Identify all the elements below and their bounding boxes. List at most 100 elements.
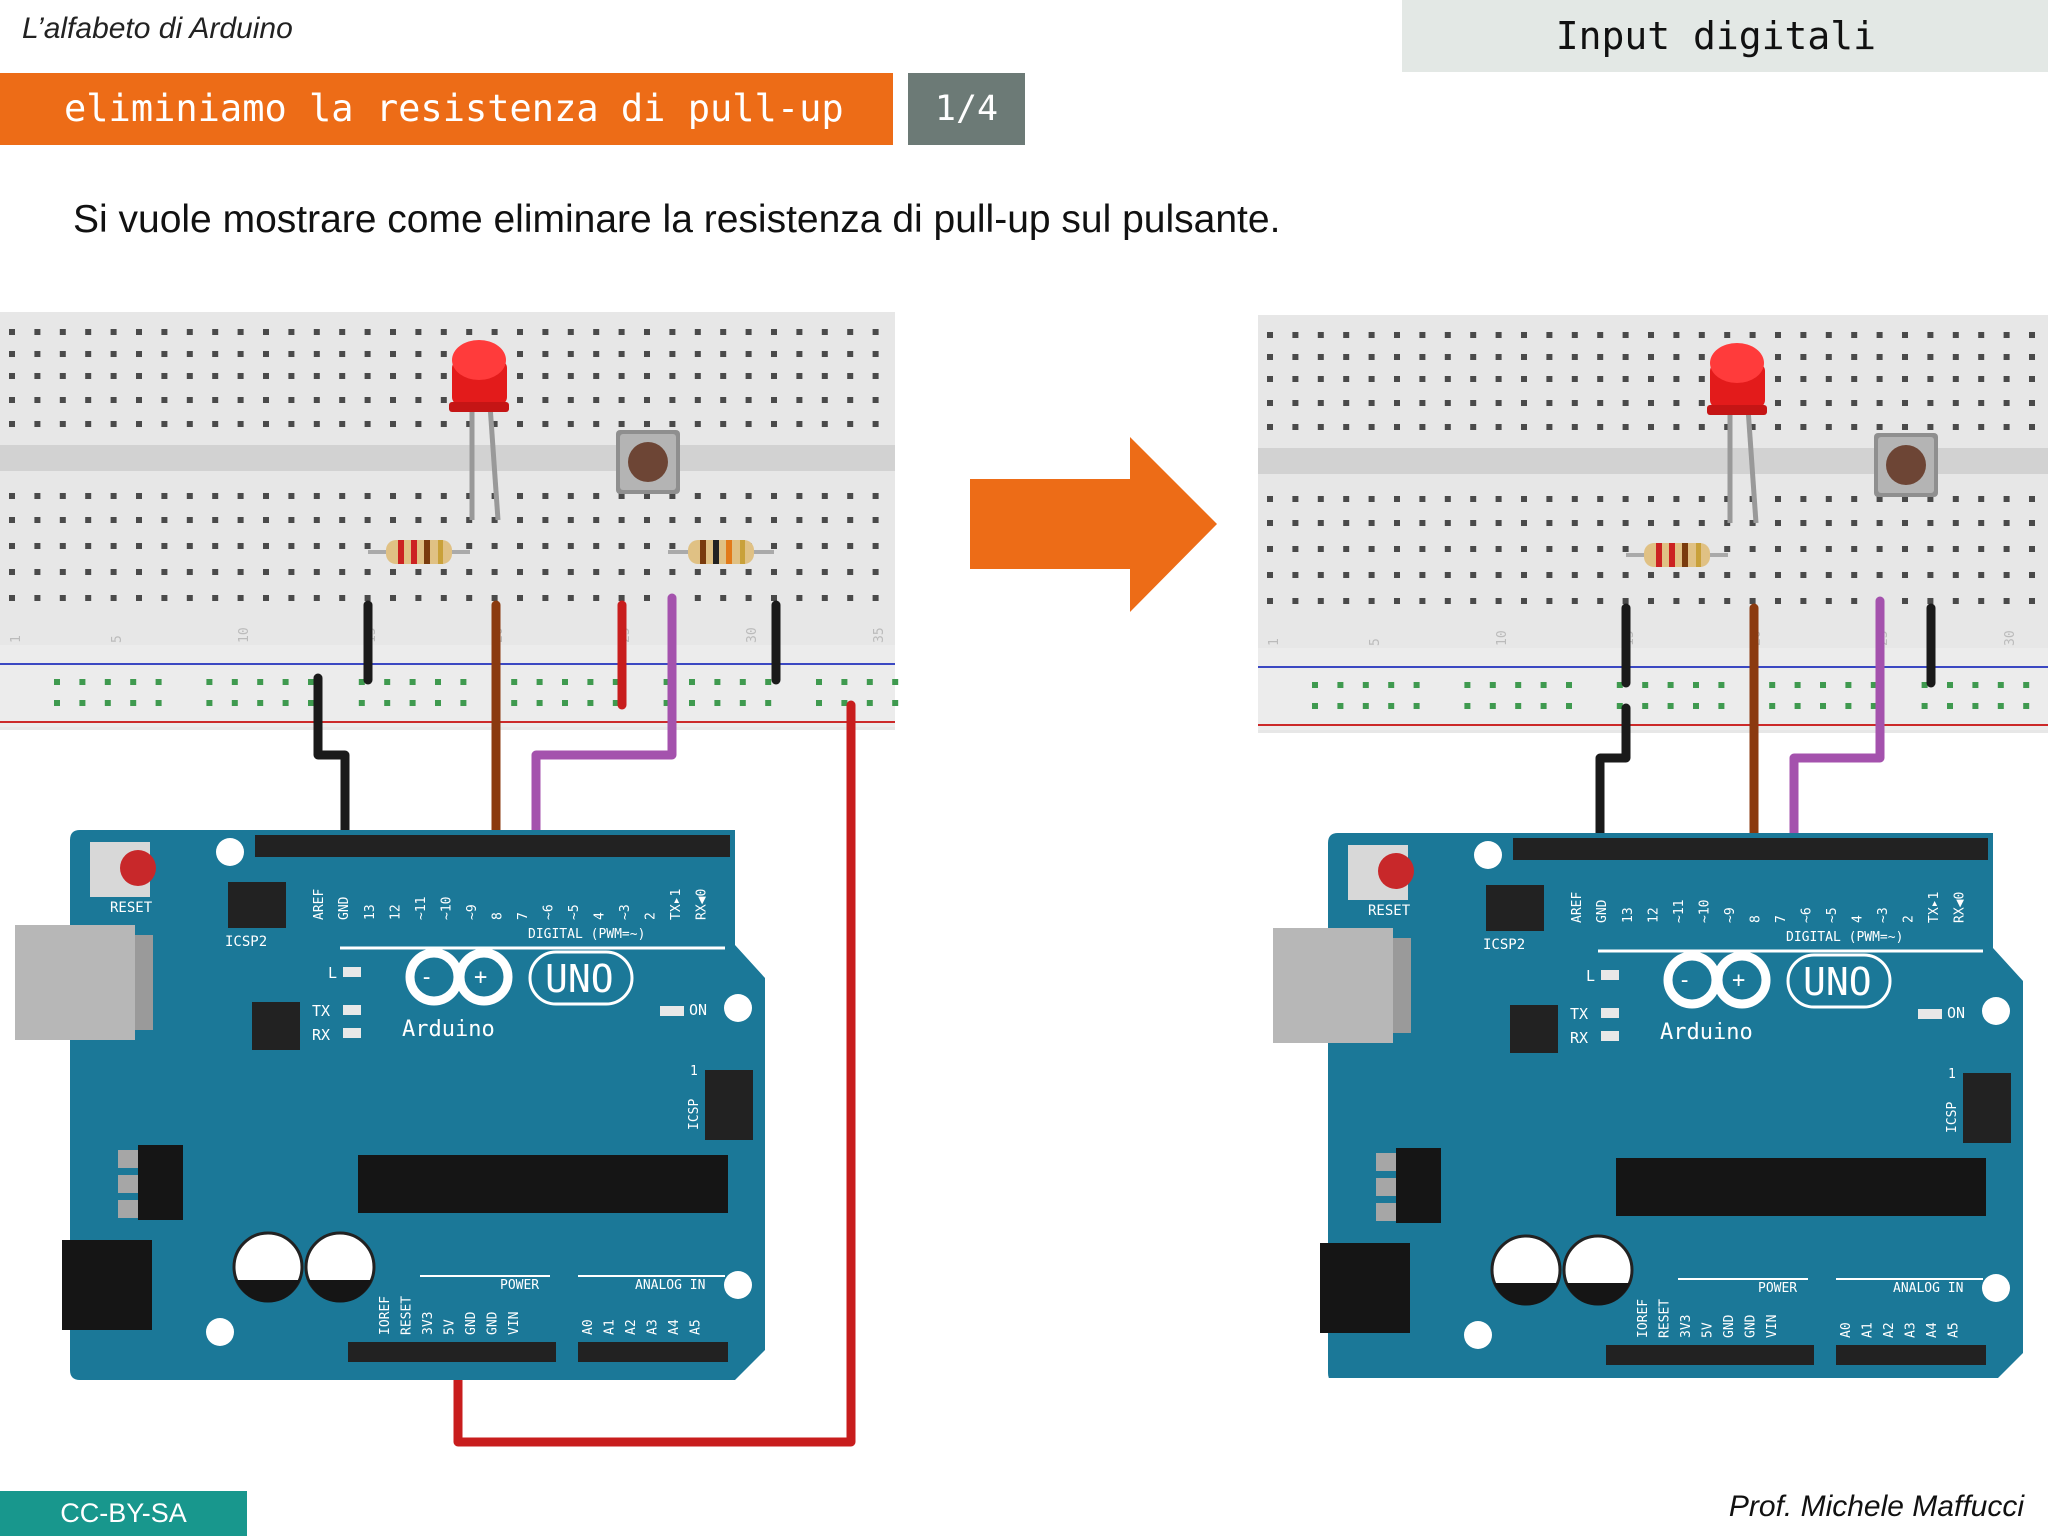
icsp2-label: ICSP2	[1483, 937, 1525, 953]
resistor-icon	[368, 540, 470, 564]
barrel-jack-icon	[62, 1240, 152, 1330]
pin-label: 2	[1902, 915, 1917, 923]
pin-label: A3	[1904, 1322, 1919, 1338]
column-number: 5	[1368, 638, 1383, 646]
svg-text:+: +	[1732, 968, 1745, 993]
resistor-icon	[668, 540, 774, 564]
page-number: 1/4	[934, 89, 999, 129]
pin-label: A1	[603, 1319, 618, 1335]
pin-label: ~3	[618, 904, 633, 920]
analog-label: ANALOG IN	[635, 1278, 705, 1293]
pin-label: 5V	[1701, 1322, 1716, 1338]
column-number: 10	[1495, 630, 1510, 646]
license-badge: CC-BY-SA	[0, 1491, 247, 1536]
svg-text:-: -	[1678, 968, 1691, 993]
pin-label: RESET	[400, 1296, 415, 1335]
breadboard: 1 5 10 15 20 25 30 35	[0, 312, 899, 730]
pin-label: ~10	[440, 897, 455, 920]
pin-label: VIN	[1765, 1315, 1780, 1338]
pin-label: A2	[624, 1319, 639, 1335]
pin-label: VIN	[507, 1312, 522, 1335]
pin-label: ~11	[1672, 900, 1687, 923]
aref-label: AREF	[312, 889, 327, 920]
breadboard-holes	[1267, 332, 2035, 709]
pin-label: IOREF	[378, 1296, 393, 1335]
pin-label: ~3	[1876, 907, 1891, 923]
topic-box: Input digitali	[1402, 0, 2048, 72]
pin-label: ~6	[542, 904, 557, 920]
series-title: L’alfabeto di Arduino	[22, 12, 293, 45]
wire-black	[313, 673, 350, 860]
reset-button	[1378, 853, 1414, 889]
digital-label: DIGITAL (PWM=~)	[1786, 930, 1903, 945]
pin-label: A4	[667, 1319, 682, 1335]
pin-label: RX◀0	[1953, 892, 1968, 923]
led-l-label: L	[328, 964, 337, 982]
icsp-label: ICSP	[687, 1099, 702, 1130]
pin-label: 3V3	[421, 1312, 436, 1335]
pin-label: A1	[1861, 1322, 1876, 1338]
column-number: 5	[110, 635, 125, 643]
pin-label: ~6	[1800, 907, 1815, 923]
uno-label: UNO	[545, 957, 614, 1001]
page-number-box: 1/4	[908, 73, 1025, 145]
wire-red	[453, 700, 856, 1447]
power-label: POWER	[500, 1278, 539, 1293]
led-l-label: L	[1586, 967, 1595, 985]
pin-label: GND	[1722, 1314, 1737, 1338]
pin-label: A2	[1882, 1322, 1897, 1338]
pin-label: ~5	[1825, 907, 1840, 923]
svg-text:-: -	[420, 965, 433, 990]
wires	[1595, 596, 1936, 863]
led-icon	[449, 340, 509, 521]
power-label: POWER	[1758, 1281, 1797, 1296]
tx-label: TX	[312, 1002, 330, 1020]
slide-title-bar: eliminiamo la resistenza di pull-up	[0, 73, 893, 145]
pin-label: ~9	[465, 904, 480, 920]
arduino-infinity-logo	[405, 948, 513, 1006]
column-number: 1	[9, 635, 24, 643]
svg-text:+: +	[474, 965, 487, 990]
pin-label: 4	[1851, 915, 1866, 923]
pushbutton-icon	[616, 430, 680, 494]
pin-label: 7	[516, 912, 531, 920]
column-number: 10	[237, 627, 252, 643]
digital-label: DIGITAL (PWM=~)	[528, 927, 645, 942]
pin-label: GND	[464, 1311, 479, 1335]
pin-label: 12	[1647, 907, 1662, 923]
barrel-jack-icon	[1320, 1243, 1410, 1333]
pin-label: ~5	[567, 904, 582, 920]
pin-label: RX◀0	[695, 889, 710, 920]
pushbutton-icon	[1874, 433, 1938, 497]
arrow-right-icon	[970, 437, 1217, 612]
reset-label: RESET	[110, 900, 153, 916]
on-label: ON	[689, 1001, 707, 1019]
pin-label: 2	[644, 912, 659, 920]
on-label: ON	[1947, 1004, 1965, 1022]
circuit-before: 1 5 10 15 20 25 30 35	[0, 312, 899, 1447]
icsp-pin1-label: 1	[1948, 1067, 1956, 1082]
pin-label: TX▸1	[1927, 892, 1942, 923]
pin-label: ~9	[1723, 907, 1738, 923]
lead-text: Si vuole mostrare come eliminare la resi…	[73, 198, 1281, 241]
topic-label: Input digitali	[1555, 14, 1876, 58]
pin-label: 7	[1774, 915, 1789, 923]
resistor-icon	[1626, 543, 1728, 567]
reset-label: RESET	[1368, 903, 1411, 919]
brand-label: Arduino	[1660, 1020, 1753, 1045]
slide-title: eliminiamo la resistenza di pull-up	[64, 87, 844, 130]
led-icon	[1707, 343, 1767, 524]
usb-port-icon	[15, 925, 135, 1040]
pin-label: 8	[1749, 915, 1764, 923]
column-number: 30	[2003, 630, 2018, 646]
aref-label: AREF	[1570, 892, 1585, 923]
pin-label: IOREF	[1636, 1299, 1651, 1338]
brand-label: Arduino	[402, 1017, 495, 1042]
pin-label: A5	[689, 1319, 704, 1335]
usb-port-icon	[1273, 928, 1393, 1043]
rx-label: RX	[1570, 1029, 1588, 1047]
